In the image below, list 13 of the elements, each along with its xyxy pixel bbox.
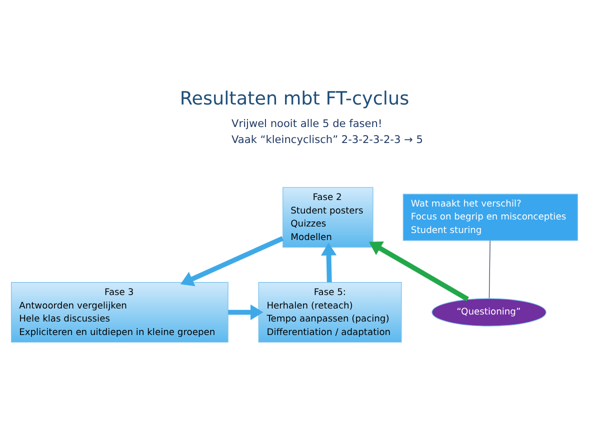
arrow — [228, 304, 264, 320]
node-box: Fase 2 Student posters Quizzes Modellen — [282, 186, 374, 248]
node-box: Fase 3 Antwoorden vergelijken Hele klas discussies Expliciteren en uitdiepen in kleine groepen — [10, 282, 228, 342]
node-box: Wat maakt het verschil? Focus on begrip en misconcepties Student sturing — [402, 193, 578, 240]
arrow — [368, 241, 469, 301]
diagram-title: Resultaten mbt FT-cyclus — [180, 88, 410, 109]
label: Vaak “kleincyclisch” 2-3-2-3-2-3 → 5 — [232, 134, 423, 146]
label: Vrijwel nooit alle 5 de fasen! — [232, 117, 382, 130]
arrow — [320, 242, 337, 282]
node-ellipse: “Questioning” — [432, 298, 546, 326]
connector — [488, 240, 490, 298]
node-box: Fase 5: Herhalen (reteach) Tempo aanpassen (pacing) Differentiation / adaptation — [258, 282, 402, 342]
arrow — [180, 236, 284, 286]
